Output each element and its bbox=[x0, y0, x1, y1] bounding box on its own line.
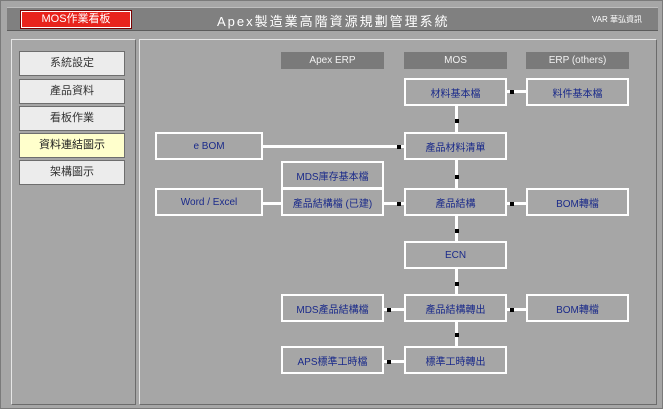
bom-transfer-2-connector bbox=[507, 308, 526, 311]
aps-hours-connector bbox=[384, 360, 404, 363]
data-link-diagram: Apex ERP MOS ERP (others) 材料基本檔 料件基本檔 e … bbox=[139, 39, 657, 405]
node-product-structure-built[interactable]: 產品結構檔 (已建) bbox=[281, 188, 384, 216]
column-header-apex-erp: Apex ERP bbox=[281, 52, 384, 69]
node-ebom[interactable]: e BOM bbox=[155, 132, 263, 160]
junction-dot bbox=[510, 90, 514, 94]
app-badge-button[interactable]: MOS作業看板 bbox=[20, 10, 132, 29]
sidebar-item-kanban-operations[interactable]: 看板作業 bbox=[19, 106, 125, 131]
junction-dot bbox=[455, 119, 459, 123]
sidebar-item-system-settings[interactable]: 系統設定 bbox=[19, 51, 125, 76]
node-ecn[interactable]: ECN bbox=[404, 241, 507, 269]
sidebar-item-data-link-diagram[interactable]: 資料連結圖示 bbox=[19, 133, 125, 158]
node-mds-inventory-master[interactable]: MDS庫存基本檔 bbox=[281, 161, 384, 189]
node-product-material-list[interactable]: 產品材料清單 bbox=[404, 132, 507, 160]
junction-dot bbox=[455, 282, 459, 286]
word-excel-connector bbox=[263, 202, 281, 205]
part-master-connector bbox=[507, 90, 526, 93]
node-part-master[interactable]: 料件基本檔 bbox=[526, 78, 629, 106]
app-title: Apex製造業高階資源規劃管理系統 bbox=[217, 14, 450, 29]
node-material-master[interactable]: 材料基本檔 bbox=[404, 78, 507, 106]
node-std-hours-export[interactable]: 標準工時轉出 bbox=[404, 346, 507, 374]
node-bom-transfer-2[interactable]: BOM轉檔 bbox=[526, 294, 629, 322]
junction-dot bbox=[510, 308, 514, 312]
mos-vertical-connector bbox=[455, 106, 458, 346]
sidebar: 系統設定 產品資料 看板作業 資料連結圖示 架構圖示 bbox=[11, 39, 136, 405]
sidebar-item-product-data[interactable]: 產品資料 bbox=[19, 79, 125, 104]
junction-dot bbox=[510, 202, 514, 206]
node-product-structure[interactable]: 產品結構 bbox=[404, 188, 507, 216]
ebom-connector bbox=[263, 145, 404, 148]
junction-dot bbox=[397, 145, 401, 149]
node-bom-transfer-1[interactable]: BOM轉檔 bbox=[526, 188, 629, 216]
node-mds-product-structure[interactable]: MDS產品結構檔 bbox=[281, 294, 384, 322]
node-word-excel[interactable]: Word / Excel bbox=[155, 188, 263, 216]
junction-dot bbox=[387, 308, 391, 312]
junction-dot bbox=[387, 360, 391, 364]
mds-structure-connector bbox=[384, 308, 404, 311]
node-aps-std-hours[interactable]: APS標準工時檔 bbox=[281, 346, 384, 374]
junction-dot bbox=[455, 333, 459, 337]
column-header-mos: MOS bbox=[404, 52, 507, 69]
column-header-erp-others: ERP (others) bbox=[526, 52, 629, 69]
sidebar-item-architecture-diagram[interactable]: 架構圖示 bbox=[19, 160, 125, 185]
bom-transfer-1-connector bbox=[507, 202, 526, 205]
junction-dot bbox=[455, 229, 459, 233]
vendor-label: VAR 華弘資訊 bbox=[591, 15, 642, 24]
title-bar: MOS作業看板 Apex製造業高階資源規劃管理系統 VAR 華弘資訊 bbox=[7, 7, 658, 31]
junction-dot bbox=[455, 175, 459, 179]
junction-dot bbox=[397, 202, 401, 206]
structure-built-connector bbox=[384, 202, 404, 205]
node-product-structure-export[interactable]: 產品結構轉出 bbox=[404, 294, 507, 322]
